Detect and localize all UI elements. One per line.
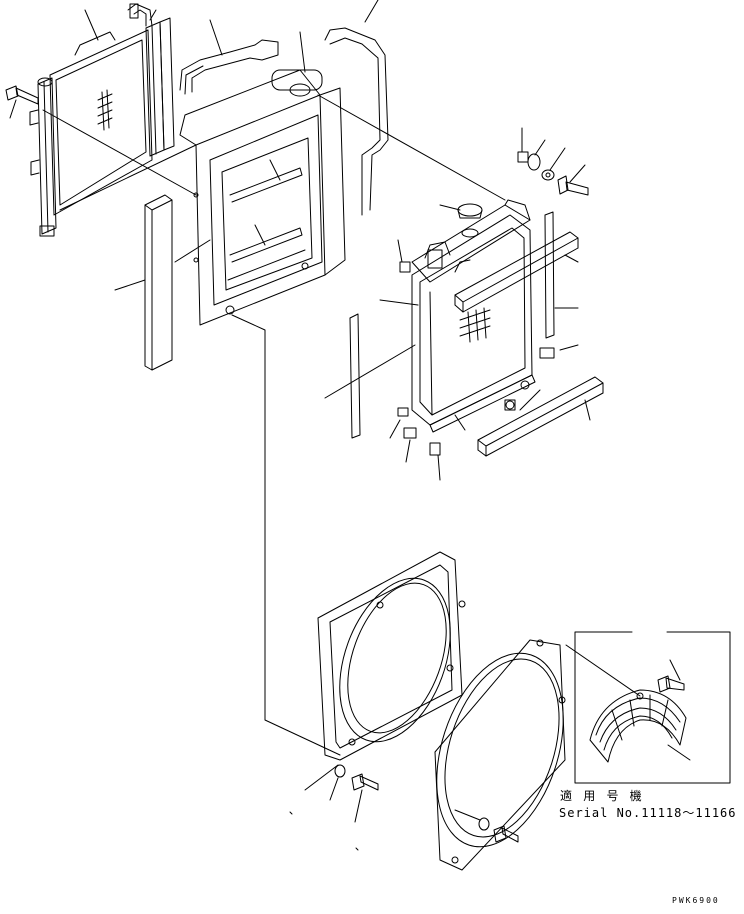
upper-hoses — [179, 27, 389, 216]
bolt-left — [5, 85, 39, 105]
drawing-code: PWK6900 — [672, 896, 720, 905]
applicable-serial-heading: 適 用 号 機 — [560, 789, 644, 803]
fan-shroud — [317, 551, 466, 761]
hardware-top-right — [517, 151, 589, 196]
radiator — [411, 199, 536, 433]
hardware-bottom — [334, 764, 519, 843]
leader-lines — [9, 0, 691, 851]
serial-number-range: Serial No.11118～11166 — [559, 806, 737, 820]
fan-ring — [434, 639, 566, 871]
foam-strips — [349, 211, 604, 457]
foam-block-tall — [144, 194, 173, 371]
detail-box — [574, 631, 731, 784]
radiator-frame — [179, 69, 346, 326]
